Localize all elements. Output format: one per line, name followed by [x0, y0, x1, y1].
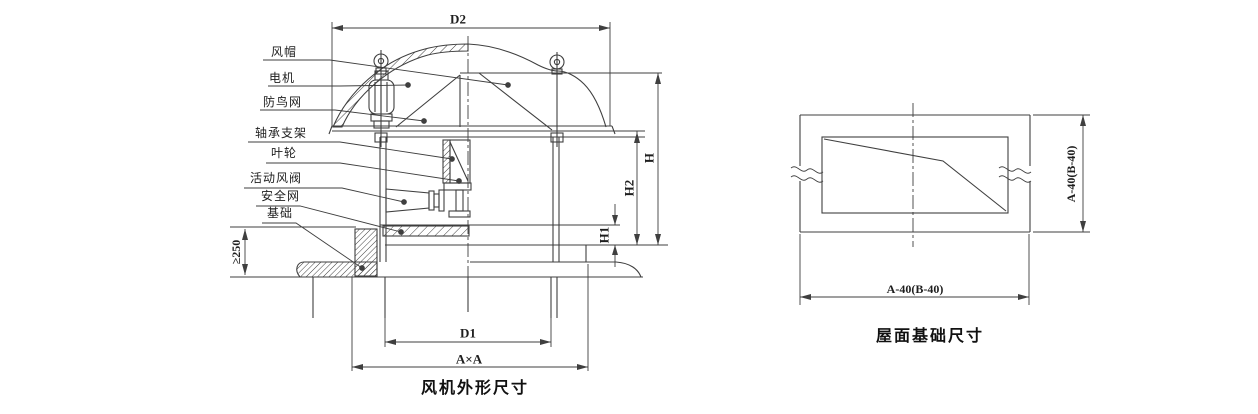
roof-foundation-section: [230, 226, 643, 318]
part-label-bearing-bracket: 轴承支架: [254, 126, 307, 140]
part-label-damper: 活动风阀: [249, 171, 302, 185]
opening-diagonal: [823, 138, 1007, 212]
part-label-bird-net: 防鸟网: [262, 95, 302, 109]
damper-cone: [385, 188, 445, 213]
base-skirt: [470, 261, 642, 278]
motor: [368, 70, 395, 129]
dome-bolt-right: [549, 52, 565, 147]
plan-dim-vertical: [1033, 114, 1090, 233]
break-symbol-right: [998, 166, 1032, 183]
wind-cap-dome: [328, 43, 645, 147]
impeller-hub: [443, 182, 472, 191]
dim-label-d1: D1: [460, 325, 476, 341]
dimension-lines: [242, 22, 662, 371]
foundation-footing: [296, 261, 378, 278]
fan-body: [379, 136, 668, 278]
impeller-blade-section: [442, 139, 451, 184]
foundation-inner-rect: [821, 136, 1009, 214]
dome-brim: [328, 125, 645, 135]
caption-fan-outline: 风机外形尺寸: [420, 380, 530, 397]
part-label-motor: 电机: [268, 71, 295, 85]
shaft-flange: [448, 210, 471, 218]
part-label-foundation: 基础: [266, 206, 293, 220]
cap-support-truss: [395, 72, 553, 131]
part-leaders: [244, 59, 511, 271]
safety-net-section: [382, 225, 470, 237]
dim-label-plan-vertical: A-40(B-40): [1064, 145, 1078, 203]
dim-label-axa: A×A: [455, 351, 483, 367]
part-label-impeller: 叶轮: [270, 146, 297, 160]
dim-label-d2: D2: [450, 11, 466, 27]
fan-elevation-drawing: [230, 22, 668, 371]
shaft: [455, 189, 464, 212]
foundation-outer-rect: [799, 114, 1031, 233]
dim-label-plan-horizontal: A-40(B-40): [886, 282, 944, 296]
part-label-safety-net: 安全网: [260, 189, 300, 203]
break-symbol-left: [790, 166, 824, 183]
bearing-bracket-brace: [449, 141, 469, 182]
dim-label-h2: H2: [621, 179, 637, 197]
caption-roof-foundation: 屋面基础尺寸: [875, 328, 985, 345]
part-label-wind-cap: 风帽: [270, 45, 297, 59]
duct-walls: [312, 277, 558, 318]
dim-label-roof-min: ≥250: [229, 239, 243, 265]
roof-foundation-plan: [790, 103, 1090, 305]
dim-label-h1: H1: [596, 226, 612, 244]
plan-dim-horizontal: [799, 234, 1030, 305]
dome-exterior-profile: [467, 43, 607, 128]
dim-label-h: H: [641, 152, 657, 164]
